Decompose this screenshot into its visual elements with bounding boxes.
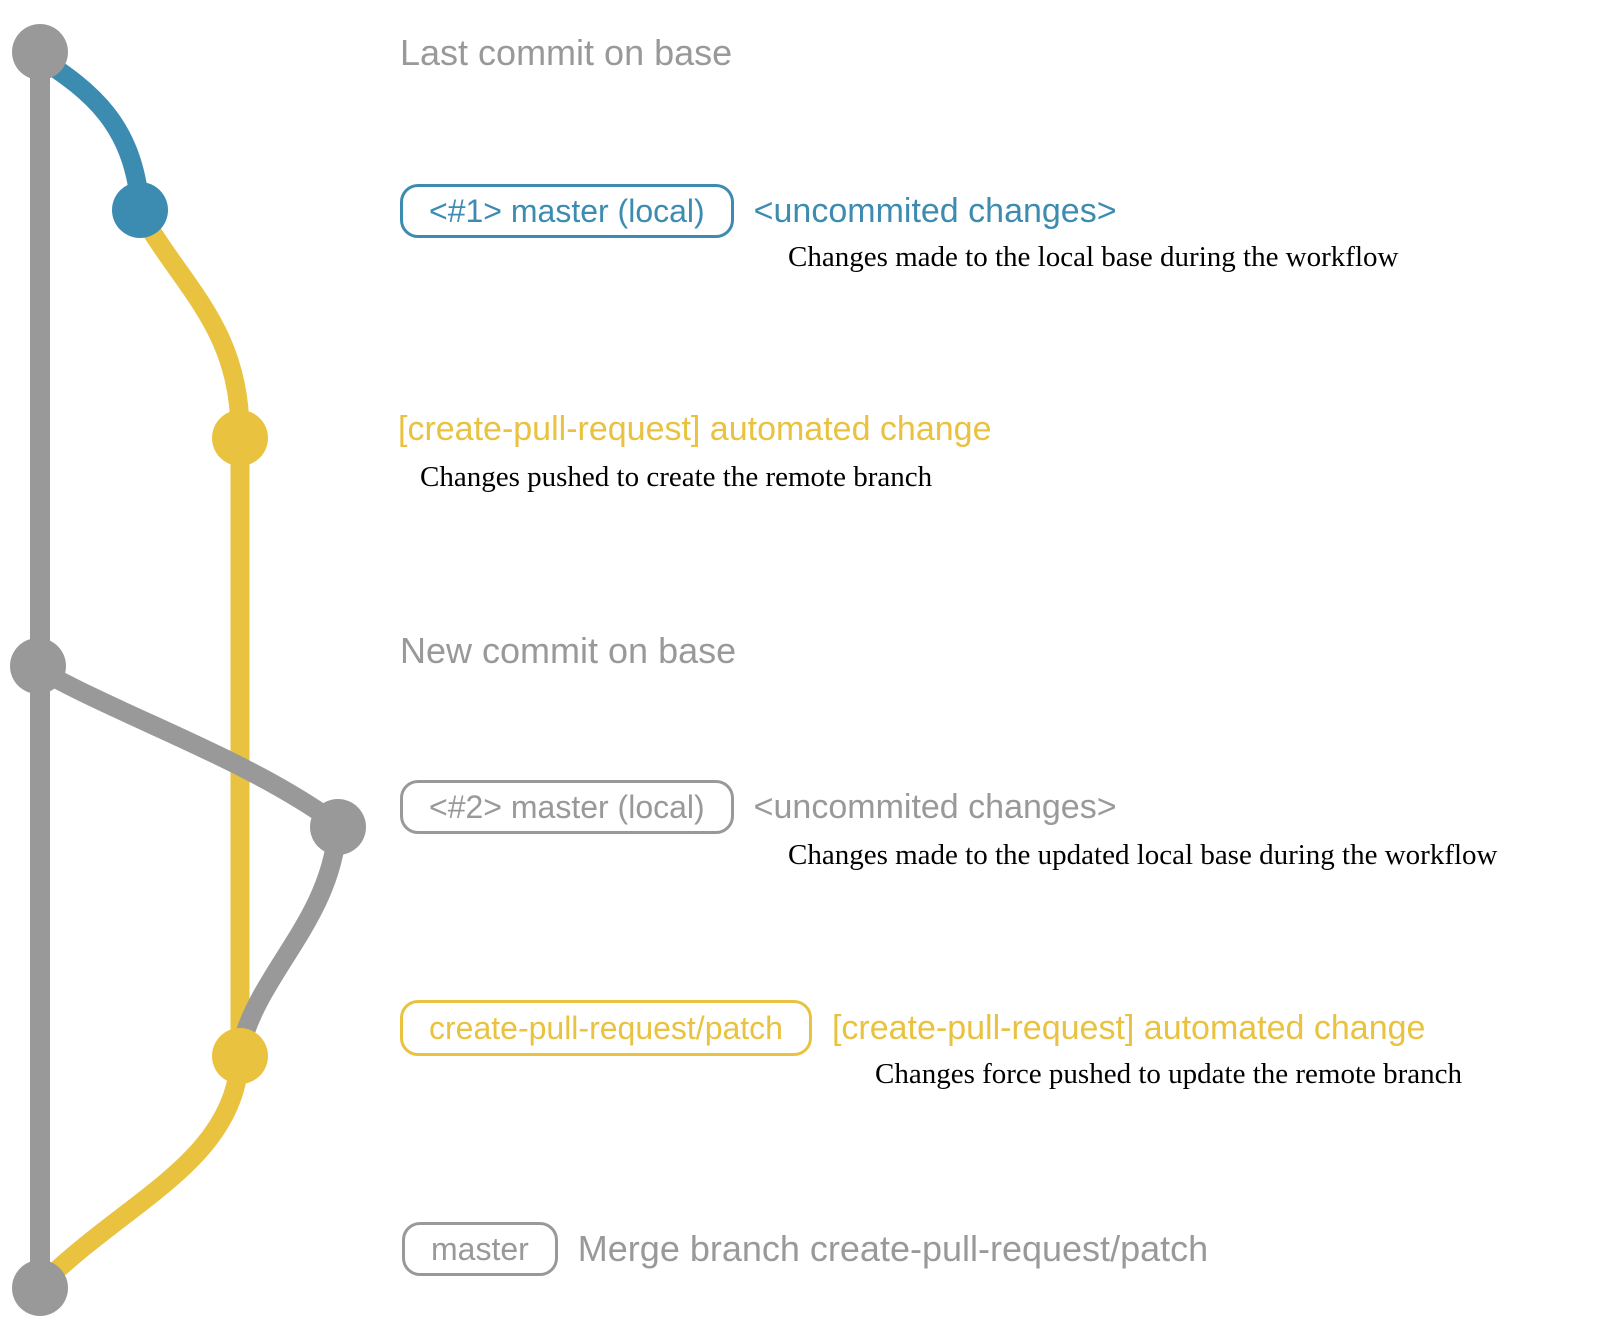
caption-local-1: Changes made to the local base during th… [788,241,1399,273]
annotation-patch-1: [create-pull-request] automated change [398,404,991,454]
caption-patch-2: Changes force pushed to update the remot… [875,1058,1463,1090]
branch-label-master-local-2: <#2> master (local) [400,780,734,834]
commit-message-merge: Merge branch create-pull-request/patch [577,1228,1209,1269]
git-graph [10,24,366,1316]
force-push-edge [231,823,347,1056]
branch-label-master: master [402,1222,558,1276]
patch-branch-edge-1 [132,206,250,442]
local-branch-edge-2 [30,660,344,832]
commit-message-patch-2: [create-pull-request] automated change [831,1009,1426,1047]
commit-message-new-base: New commit on base [400,630,737,671]
caption-patch-1: Changes pushed to create the remote bran… [420,461,933,493]
annotation-merge: master Merge branch create-pull-request/… [402,1222,1208,1276]
commit-message-last-base: Last commit on base [400,32,733,73]
commit-message-local-1: <uncommited changes> [753,192,1117,230]
annotation-patch-2: create-pull-request/patch [create-pull-r… [400,1000,1425,1056]
annotation-last-commit: Last commit on base [400,35,732,71]
local-branch-edge-1 [30,48,150,214]
commit-node-local-1 [112,182,168,238]
commit-node-merge [12,1260,68,1316]
caption-local-2: Changes made to the updated local base d… [788,839,1498,871]
commit-message-patch-1: [create-pull-request] automated change [398,410,992,448]
commit-node-local-2 [310,799,366,855]
commit-node-last-base [12,24,68,80]
commit-node-patch-2 [212,1028,268,1084]
annotation-local-1: <#1> master (local) <uncommited changes> [400,184,1117,238]
annotation-local-2: <#2> master (local) <uncommited changes> [400,780,1117,834]
branch-label-master-local-1: <#1> master (local) [400,184,734,238]
patch-merge-edge [32,1048,250,1294]
branch-label-create-pull-request-patch: create-pull-request/patch [400,1000,812,1056]
commit-node-patch-1 [212,410,268,466]
annotation-new-commit: New commit on base [400,633,736,669]
commit-node-new-base [10,638,66,694]
commit-message-local-2: <uncommited changes> [753,788,1117,826]
